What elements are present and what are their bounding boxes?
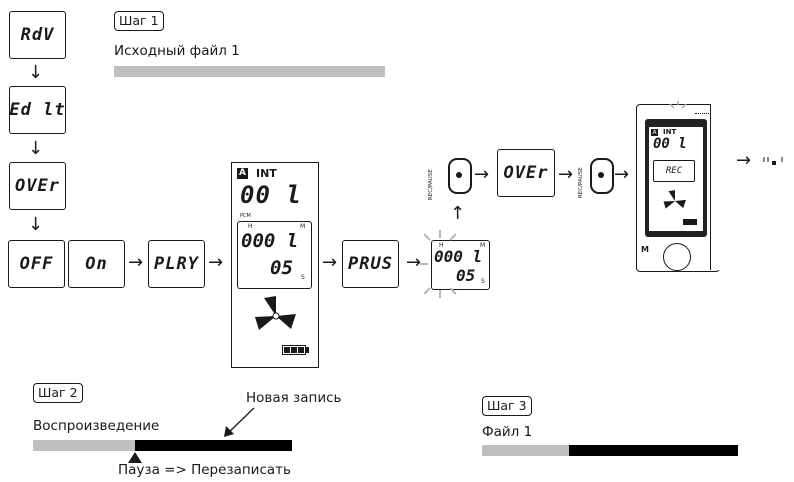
down-arrow-icon: ↓: [28, 214, 44, 235]
step-1-file-label: Исходный файл 1: [114, 43, 240, 59]
played-part-bar: [33, 440, 135, 451]
hours-unit: H: [248, 223, 253, 230]
device-screen: A INT 00 l REC: [649, 127, 703, 231]
counter-top: 000 l: [434, 247, 483, 266]
navigation-wheel: [663, 243, 691, 271]
file-number: 00 l: [240, 181, 302, 209]
right-arrow-icon: →: [208, 252, 224, 273]
battery-icon: [683, 219, 697, 225]
file-number: 00 l: [653, 136, 687, 152]
device-screen-bezel: A INT 00 l REC: [645, 119, 707, 237]
new-recording-bar: [135, 440, 292, 451]
over2-text: OVEr: [503, 163, 549, 183]
device-side: [710, 104, 725, 270]
counter-bottom: 05: [456, 266, 476, 285]
original-file-bar: [114, 66, 385, 77]
hours-unit: H: [439, 242, 444, 249]
menu-key: M: [641, 245, 649, 254]
pause-overwrite-label: Пауза => Перезаписать: [118, 462, 291, 478]
overwritten-part-bar: [569, 445, 738, 456]
playback-fan-icon: [255, 296, 296, 330]
on-text: On: [85, 254, 108, 274]
format-label: PCM: [240, 213, 251, 219]
edit-text: Ed lt: [9, 100, 66, 120]
memory-indicator-icon: A: [237, 168, 248, 179]
recorder-display-panel: A INT 00 l PCM H M 000 l 05 S: [231, 162, 319, 368]
down-arrow-icon: ↓: [28, 62, 44, 83]
rec-pause-button[interactable]: [590, 158, 614, 194]
battery-icon: [282, 345, 306, 355]
step-1-badge: Шаг 1: [114, 11, 164, 31]
pause-marker-icon: [128, 452, 142, 463]
step-2-badge: Шаг 2: [33, 383, 83, 403]
right-arrow-icon: →: [614, 164, 630, 185]
speaker-grille: [695, 107, 715, 114]
over-display: OVEr: [9, 162, 66, 210]
paus-display: PRUS: [342, 240, 399, 288]
blink-indicator-icon: [763, 157, 783, 165]
right-arrow-icon: →: [736, 150, 752, 171]
down-arrow-icon: ↓: [28, 138, 44, 159]
rec-pause-label: REC/PAUSE: [578, 167, 584, 198]
right-arrow-icon: →: [558, 164, 574, 185]
over2-display: OVEr: [497, 149, 555, 197]
rec-dot-icon: [597, 172, 604, 178]
minutes-unit: M: [480, 242, 486, 249]
paus-text: PRUS: [348, 254, 393, 274]
up-arrow-icon: ↑: [450, 203, 466, 224]
play-text: PLRY: [154, 254, 199, 274]
recorder-device: A INT 00 l REC M: [636, 104, 720, 272]
rec-dot-icon: [455, 172, 462, 178]
seconds-unit: S: [301, 274, 305, 281]
memory-label: INT: [256, 167, 277, 180]
rec-pause-button[interactable]: [448, 158, 472, 194]
playback-label: Воспроизведение: [33, 418, 160, 434]
blink-led-icon: [669, 101, 687, 109]
over-text: OVEr: [15, 176, 60, 196]
play-display: PLRY: [148, 240, 205, 288]
step-3-badge: Шаг 3: [482, 396, 532, 416]
minutes-unit: M: [300, 223, 306, 230]
rec-status: REC: [653, 160, 695, 182]
off-display: OFF: [8, 240, 65, 288]
edit-display: Ed lt: [9, 86, 66, 134]
counter-top: 000 l: [241, 230, 299, 252]
counter-bottom: 05: [270, 257, 293, 279]
off-text: OFF: [19, 254, 54, 274]
right-arrow-icon: →: [474, 164, 490, 185]
battery-tip: [306, 347, 309, 353]
memory-label: INT: [663, 128, 677, 136]
adv-display: RdV: [9, 11, 66, 59]
right-arrow-icon: →: [406, 252, 422, 273]
fan-icon: [663, 190, 686, 209]
step-3-file-label: Файл 1: [482, 424, 533, 440]
on-display: On: [68, 240, 125, 288]
right-arrow-icon: →: [128, 252, 144, 273]
new-recording-label: Новая запись: [246, 390, 342, 406]
adv-text: RdV: [20, 25, 55, 45]
right-arrow-icon: →: [322, 252, 338, 273]
blink-rays-icon: [420, 230, 457, 298]
paused-counter-display: H M 000 l 05 S: [431, 240, 490, 290]
memory-indicator-icon: A: [651, 129, 658, 136]
counter-frame: H M 000 l 05 S: [237, 221, 312, 289]
kept-part-bar: [482, 445, 569, 456]
seconds-unit: S: [481, 278, 485, 285]
callout-arrow-icon: [224, 407, 255, 437]
rec-pause-label: REC/PAUSE: [428, 169, 434, 200]
